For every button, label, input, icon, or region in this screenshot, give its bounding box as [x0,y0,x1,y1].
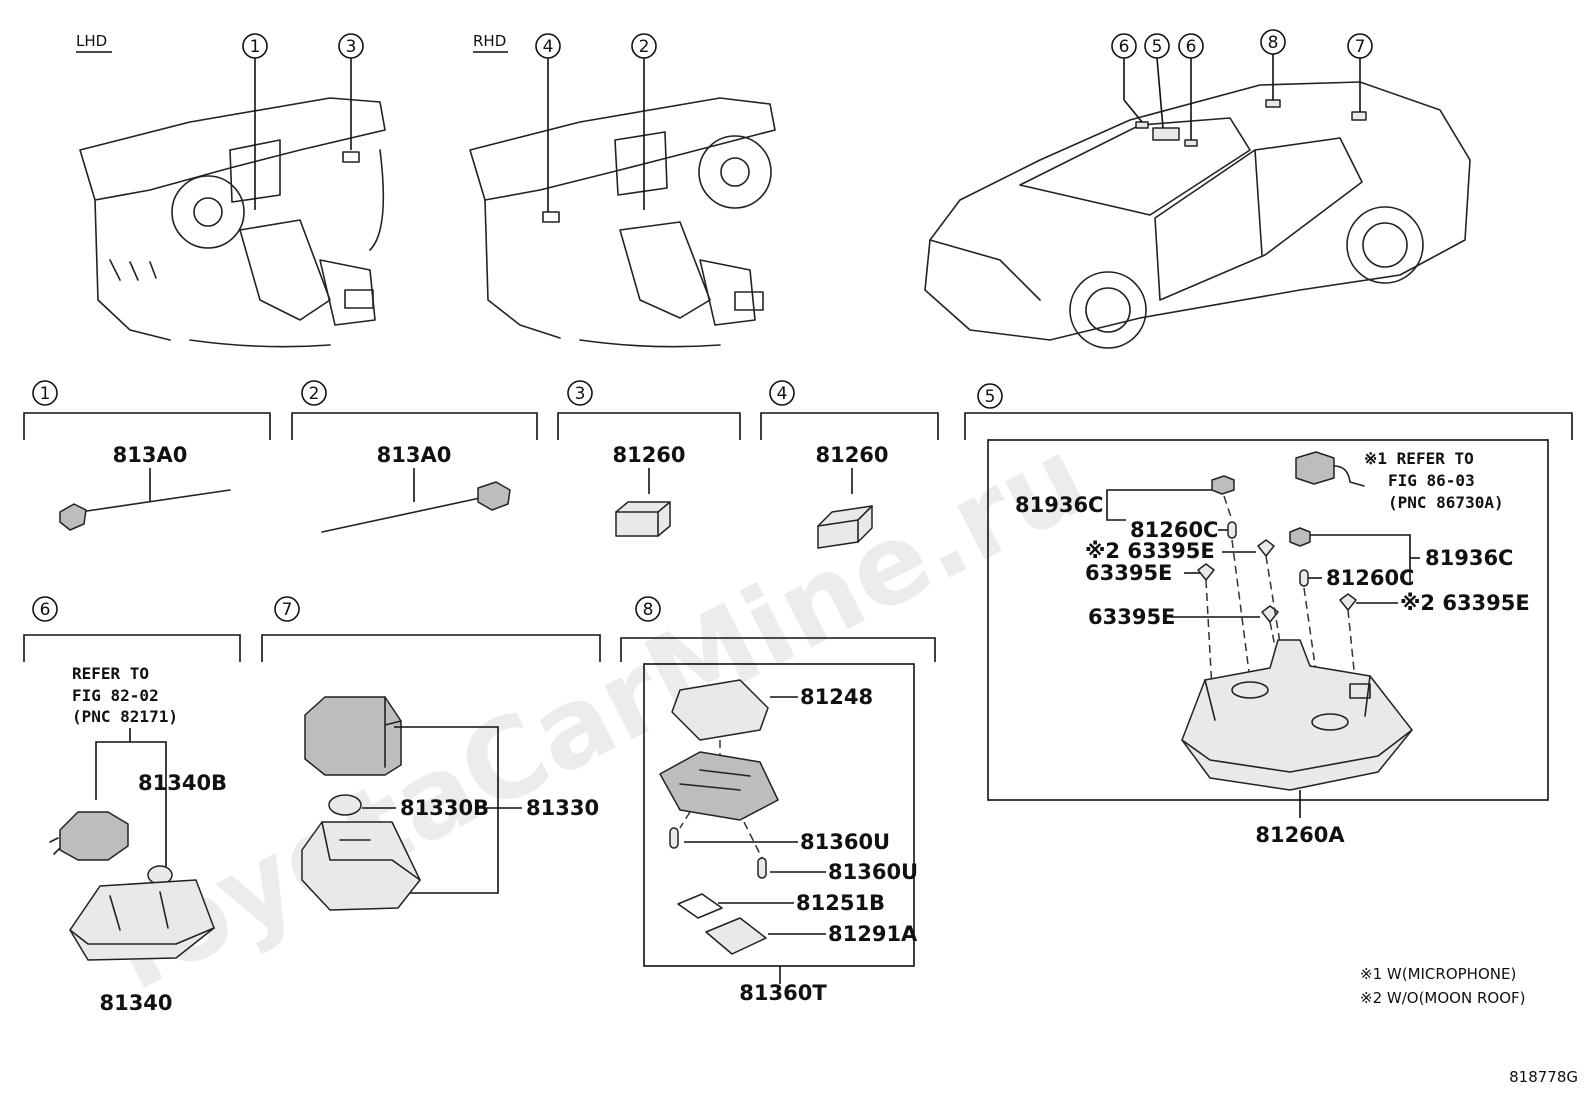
svg-text:6: 6 [1186,37,1197,57]
s6-refer-line2: FIG 82-02 [72,686,159,705]
svg-text:3: 3 [346,37,357,57]
section-8: 8 81248 81360U 81360U 81251B 81291A 8136… [620,596,936,1005]
s5-right-upper: 81936C [1425,546,1513,570]
svg-text:1: 1 [40,384,51,404]
svg-text:4: 4 [543,37,554,57]
s1-part: 813A0 [113,443,188,467]
s5-refer-line1: ※1 REFER TO [1364,449,1474,468]
rhd-dashboard-illustration [469,97,776,348]
section-5: 5 ※1 REFER TO FIG 86-03 (PNC 86730A) 819… [964,383,1573,847]
lhd-callout-1: 1 [242,33,268,210]
legend-note-1: ※1 W(MICROPHONE) [1360,965,1516,983]
s5-left-upper: 81936C [1015,493,1103,517]
s5-left-screw-note: ※2 63395E [1085,539,1215,563]
s5-right-bulb: 81260C [1326,566,1414,590]
svg-text:7: 7 [1355,37,1366,57]
section-1: 1 813A0 [23,380,271,531]
s5-assembly: 81260A [1255,823,1345,847]
s8-part2: 81291A [828,922,918,946]
car-callout-6a: 6 [1111,33,1143,123]
s6-refer-line1: REFER TO [72,664,149,683]
s8-part1: 81251B [796,891,885,915]
section-3: 3 81260 [557,380,741,537]
lhd-callout-3: 3 [338,33,364,150]
rhd-callout-4: 4 [535,33,561,212]
section-6: 6 REFER TO FIG 82-02 (PNC 82171) 81340B … [23,596,241,1015]
s4-part: 81260 [815,443,888,467]
s6-bulb: 81340B [138,771,227,795]
s7-bulb: 81330B [400,796,489,820]
s8-lens: 81248 [800,685,873,709]
s8-bulb1: 81360U [800,830,890,854]
s5-left-bulb: 81260C [1130,518,1218,542]
svg-text:5: 5 [1152,37,1163,57]
s6-refer-line3: (PNC 82171) [72,707,178,726]
car-callout-5: 5 [1144,33,1170,129]
svg-text:2: 2 [309,384,320,404]
s5-right-screw-note: ※2 63395E [1400,591,1530,615]
s5-refer-line3: (PNC 86730A) [1388,493,1504,512]
svg-text:8: 8 [1268,33,1279,53]
s8-assembly: 81360T [739,981,827,1005]
s5-left-screw: 63395E [1085,561,1172,585]
svg-text:8: 8 [643,600,654,620]
car-illustration [924,81,1471,349]
s2-part: 813A0 [377,443,452,467]
lhd-label: LHD [76,32,107,50]
rhd-callout-2: 2 [631,33,657,210]
s7-assembly: 81330 [526,796,599,820]
rhd-label: RHD [473,32,506,50]
car-callout-6b: 6 [1178,33,1204,140]
svg-text:4: 4 [777,384,788,404]
figure-code: 818778G [1509,1068,1578,1086]
svg-text:3: 3 [575,384,586,404]
legend-note-2: ※2 W/O(MOON ROOF) [1360,989,1525,1007]
s5-center-screw: 63395E [1088,605,1175,629]
svg-text:7: 7 [282,600,293,620]
watermark: ToyotaCarMine.ru [74,413,1107,1024]
s6-assembly: 81340 [99,991,172,1015]
section-4: 4 81260 [760,380,939,549]
legend: ※1 W(MICROPHONE) ※2 W/O(MOON ROOF) [1360,965,1525,1007]
svg-text:1: 1 [250,37,261,57]
car-callout-8: 8 [1260,29,1286,100]
s8-bulb2: 81360U [828,860,918,884]
svg-text:5: 5 [985,387,996,407]
svg-text:2: 2 [639,37,650,57]
svg-text:6: 6 [40,600,51,620]
section-7: 7 81330B 81330 [261,596,601,911]
section-2: 2 813A0 [291,380,538,533]
svg-text:6: 6 [1119,37,1130,57]
s5-refer-line2: FIG 86-03 [1388,471,1475,490]
car-callout-7: 7 [1347,33,1373,112]
s3-part: 81260 [612,443,685,467]
lhd-dashboard-illustration [79,97,386,348]
